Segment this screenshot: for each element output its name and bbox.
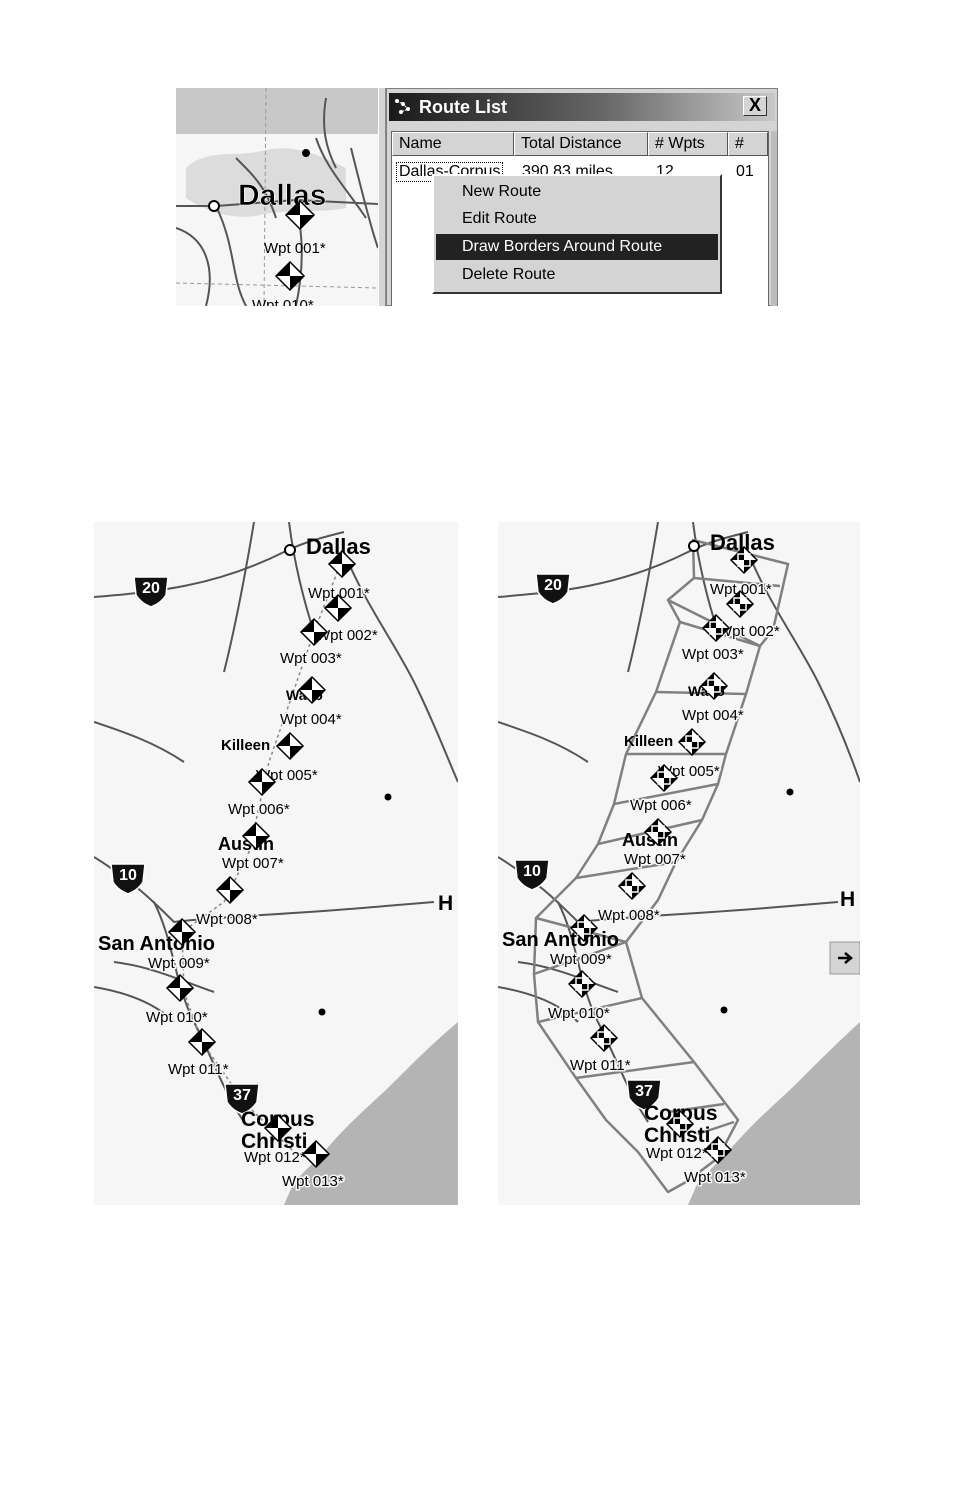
scroll-right-button[interactable] [829, 941, 860, 975]
waypoint-label: Wpt 012* [646, 1145, 708, 1162]
waypoint-icon[interactable] [241, 821, 271, 851]
interstate-20-label: 20 [142, 580, 160, 597]
waypoint-icon[interactable] [701, 613, 731, 643]
interstate-37-label: 37 [635, 1083, 653, 1100]
waypoint-icon[interactable] [617, 871, 647, 901]
interstate-10-label: 10 [119, 867, 137, 884]
mini-map[interactable]: Dallas Wpt 001* Wpt 010* [176, 88, 378, 306]
waypoint-label: Wpt 012* [244, 1149, 306, 1166]
mini-map-waypoint-label: Wpt 010* [252, 297, 314, 306]
menu-item-edit-route[interactable]: Edit Route [462, 210, 537, 227]
waypoint-label: Wpt 007* [222, 855, 284, 872]
waypoint-label: Wpt 011* [570, 1057, 631, 1074]
waypoint-icon[interactable] [301, 1139, 331, 1169]
waypoint-label: Wpt 006* [630, 797, 692, 814]
column-header-name[interactable]: Name [392, 132, 514, 156]
splitter[interactable] [378, 88, 386, 306]
city-christi: Christi [644, 1124, 711, 1147]
scrollbar[interactable] [771, 131, 777, 306]
waypoint-icon[interactable] [699, 671, 729, 701]
column-header-total-distance[interactable]: Total Distance [514, 132, 648, 156]
waypoint-icon[interactable] [299, 617, 329, 647]
interstate-37-label: 37 [233, 1087, 251, 1104]
waypoint-icon[interactable] [297, 675, 327, 705]
waypoint-label: Wpt 008* [196, 911, 258, 928]
column-header-wpts[interactable]: # Wpts [648, 132, 728, 156]
waypoint-label: Wpt 001* [710, 581, 772, 598]
waypoint-icon [274, 260, 306, 292]
waypoint-icon[interactable] [187, 1027, 217, 1057]
waypoint-icon[interactable] [567, 969, 597, 999]
close-icon: X [748, 95, 761, 115]
interstate-20-label: 20 [544, 577, 562, 594]
arrow-right-icon [838, 952, 853, 964]
waypoint-icon[interactable] [729, 545, 759, 575]
waypoint-icon[interactable] [677, 727, 707, 757]
interstate-37-shield-icon: 37 [224, 1083, 260, 1115]
interstate-20-shield-icon: 20 [535, 573, 571, 605]
route-map-before[interactable]: 20 10 37 Dallas Waco Killeen Austin San … [94, 522, 458, 1205]
waypoint-label: Wpt 009* [148, 955, 210, 972]
waypoint-label: Wpt 010* [146, 1009, 208, 1026]
context-menu: New Route Edit Route Draw Borders Around… [432, 174, 722, 294]
waypoint-icon [284, 199, 316, 231]
waypoint-label: Wpt 009* [550, 951, 612, 968]
route-map-with-borders[interactable]: 20 10 37 Dallas Waco Killeen Austin San … [498, 522, 860, 1205]
waypoint-label: Wpt 006* [228, 801, 290, 818]
route-number-cell: 01 [736, 163, 754, 180]
waypoint-icon[interactable] [589, 1023, 619, 1053]
waypoint-label: Wpt 004* [682, 707, 744, 724]
waypoint-icon[interactable] [165, 973, 195, 1003]
waypoint-label: Wpt 002* [718, 623, 780, 640]
route-list-screenshot: Dallas Wpt 001* Wpt 010* Route List X Na… [176, 88, 778, 306]
waypoint-label: Wpt 004* [280, 711, 342, 728]
title-bar[interactable]: Route List X [389, 93, 775, 121]
waypoint-label: Wpt 013* [684, 1169, 746, 1186]
interstate-10-label: 10 [523, 863, 541, 880]
waypoint-icon[interactable] [215, 875, 245, 905]
city-h: H [438, 892, 453, 915]
waypoint-icon[interactable] [323, 593, 353, 623]
interstate-37-shield-icon: 37 [626, 1079, 662, 1111]
waypoint-icon[interactable] [327, 549, 357, 579]
interstate-10-shield-icon: 10 [110, 863, 146, 895]
menu-item-delete-route[interactable]: Delete Route [462, 266, 556, 283]
waypoint-icon[interactable] [665, 1109, 695, 1139]
waypoint-label: Wpt 003* [280, 650, 342, 667]
waypoint-icon[interactable] [569, 913, 599, 943]
waypoint-icon[interactable] [167, 917, 197, 947]
city-killeen: Killeen [221, 737, 270, 754]
waypoint-icon[interactable] [247, 767, 277, 797]
waypoint-icon[interactable] [263, 1113, 293, 1143]
column-header-number[interactable]: # [728, 132, 768, 156]
route-border [532, 538, 790, 1194]
mini-map-waypoint-label: Wpt 001* [264, 240, 326, 257]
city-san-antonio: San Antonio [502, 929, 619, 951]
waypoint-label: Wpt 013* [282, 1173, 344, 1190]
waypoint-icon[interactable] [703, 1135, 733, 1165]
interstate-20-shield-icon: 20 [133, 576, 169, 608]
close-button[interactable]: X [743, 96, 767, 116]
city-h: H [840, 888, 855, 911]
menu-item-new-route[interactable]: New Route [462, 183, 542, 200]
waypoint-label: Wpt 011* [168, 1061, 229, 1078]
menu-item-draw-borders[interactable]: Draw Borders Around Route [436, 234, 718, 260]
waypoint-label: Wpt 007* [624, 851, 686, 868]
waypoint-icon[interactable] [649, 763, 679, 793]
city-san-antonio: San Antonio [98, 933, 215, 955]
waypoint-icon[interactable] [725, 589, 755, 619]
waypoint-label: Wpt 001* [308, 585, 370, 602]
city-killeen: Killeen [624, 733, 673, 750]
route-list-icon [395, 99, 410, 114]
interstate-10-shield-icon: 10 [514, 859, 550, 891]
waypoint-icon[interactable] [643, 817, 673, 847]
waypoint-label: Wpt 010* [548, 1005, 610, 1022]
waypoint-label: Wpt 008* [598, 907, 660, 924]
city-christi: Christi [241, 1130, 308, 1153]
waypoint-label: Wpt 003* [682, 646, 744, 663]
window-title: Route List [419, 97, 507, 117]
waypoint-icon[interactable] [275, 731, 305, 761]
mini-map-city-dallas: Dallas [238, 179, 326, 212]
waypoint-label: Wpt 002* [316, 627, 378, 644]
